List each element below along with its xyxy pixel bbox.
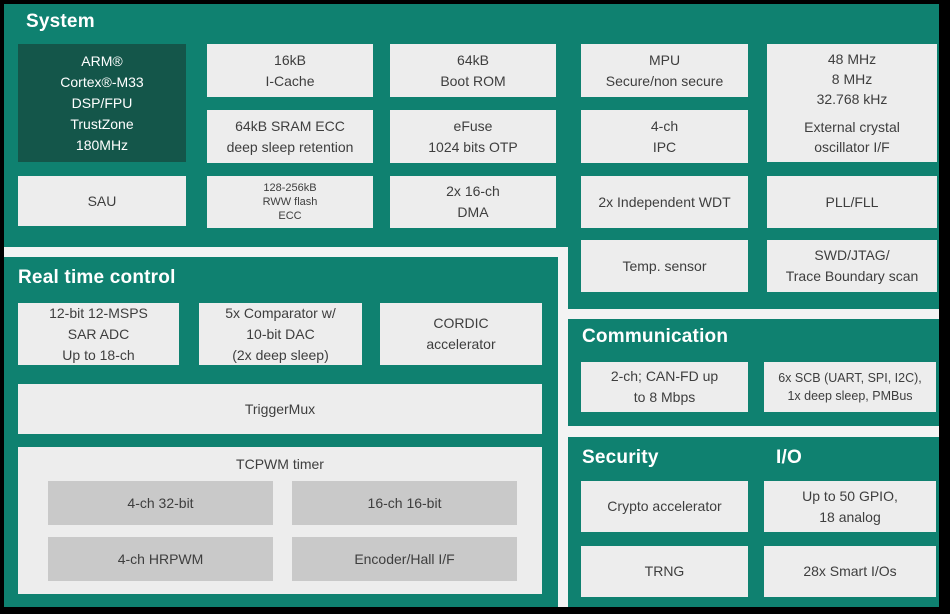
block-tcpwm-4ch-32bit: 4-ch 32-bit <box>48 481 273 525</box>
block-swd-jtag: SWD/JTAG/ Trace Boundary scan <box>767 240 937 292</box>
block-triggermux: TriggerMux <box>18 384 542 434</box>
block-sram: 64kB SRAM ECC deep sleep retention <box>207 110 373 163</box>
block-smart-io: 28x Smart I/Os <box>764 546 936 597</box>
tcpwm-timer-group: TCPWM timer 4-ch 32-bit 16-ch 16-bit 4-c… <box>18 447 542 594</box>
block-gpio: Up to 50 GPIO, 18 analog <box>764 481 936 532</box>
system-section-title: System <box>26 11 95 32</box>
block-tcpwm-hrpwm: 4-ch HRPWM <box>48 537 273 581</box>
crystal-frequencies: 48 MHz 8 MHz 32.768 kHz <box>816 50 888 108</box>
block-encoder-hall: Encoder/Hall I/F <box>292 537 517 581</box>
block-pll-fll: PLL/FLL <box>767 176 937 228</box>
block-crypto-accelerator: Crypto accelerator <box>581 481 748 532</box>
security-section-title: Security <box>582 447 659 468</box>
block-temp-sensor: Temp. sensor <box>581 240 748 292</box>
block-trng: TRNG <box>581 546 748 597</box>
block-external-crystal-oscillator: 48 MHz 8 MHz 32.768 kHz External crystal… <box>767 44 937 162</box>
block-scb: 6x SCB (UART, SPI, I2C), 1x deep sleep, … <box>764 362 936 412</box>
tcpwm-timer-title: TCPWM timer <box>236 456 324 472</box>
real-time-control-section-title: Real time control <box>18 267 176 288</box>
block-efuse: eFuse 1024 bits OTP <box>390 110 556 163</box>
block-sau: SAU <box>18 176 186 226</box>
block-watchdog: 2x Independent WDT <box>581 176 748 228</box>
block-arm-cortex-m33: ARM® Cortex®-M33 DSP/FPU TrustZone 180MH… <box>18 44 186 162</box>
block-can-fd: 2-ch; CAN-FD up to 8 Mbps <box>581 362 748 412</box>
block-cordic: CORDIC accelerator <box>380 303 542 365</box>
block-comparator-dac: 5x Comparator w/ 10-bit DAC (2x deep sle… <box>199 303 362 365</box>
block-tcpwm-16ch-16bit: 16-ch 16-bit <box>292 481 517 525</box>
block-boot-rom: 64kB Boot ROM <box>390 44 556 97</box>
crystal-label: External crystal oscillator I/F <box>804 118 900 155</box>
block-icache: 16kB I-Cache <box>207 44 373 97</box>
communication-section-title: Communication <box>582 326 729 347</box>
block-ipc: 4-ch IPC <box>581 110 748 163</box>
block-rww-flash: 128-256kB RWW flash ECC <box>207 176 373 228</box>
io-section-title: I/O <box>776 447 802 468</box>
block-sar-adc: 12-bit 12-MSPS SAR ADC Up to 18-ch <box>18 303 179 365</box>
block-dma: 2x 16-ch DMA <box>390 176 556 228</box>
block-mpu: MPU Secure/non secure <box>581 44 748 97</box>
